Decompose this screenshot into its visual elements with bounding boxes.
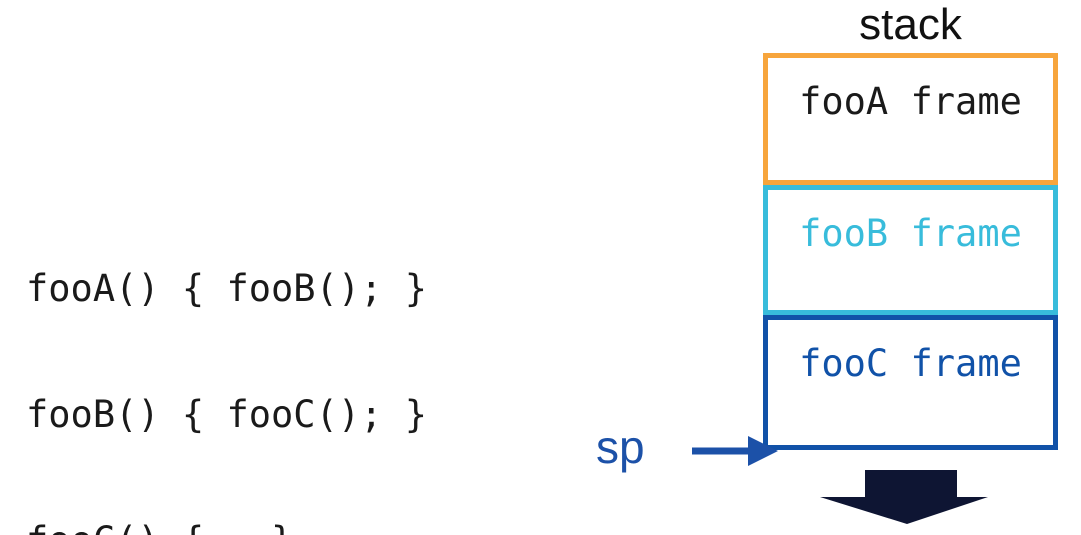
stack-pointer-label: sp: [596, 421, 645, 473]
stack-growth-arrow-icon: [820, 470, 988, 524]
stack-frame-fooC: fooC frame: [763, 315, 1058, 450]
stack-title: stack: [859, 0, 962, 49]
stack-frame-fooA-label: fooA frame: [799, 80, 1022, 123]
stack-frame-fooB-label: fooB frame: [799, 212, 1022, 255]
code-listing: fooA() { fooB(); } fooB() { fooC(); } fo…: [26, 184, 427, 535]
stack-pointer-arrow-icon: [692, 436, 778, 466]
code-line-fooB: fooB() { fooC(); }: [26, 393, 427, 436]
stack-frame-column: fooA frame fooB frame fooC frame: [763, 53, 1058, 450]
code-line-fooC: fooC() { … }: [26, 520, 427, 535]
stack-frame-fooC-label: fooC frame: [799, 342, 1022, 385]
stack-frame-fooA: fooA frame: [763, 53, 1058, 185]
stack-frame-fooB: fooB frame: [763, 185, 1058, 315]
code-line-fooA: fooA() { fooB(); }: [26, 267, 427, 310]
